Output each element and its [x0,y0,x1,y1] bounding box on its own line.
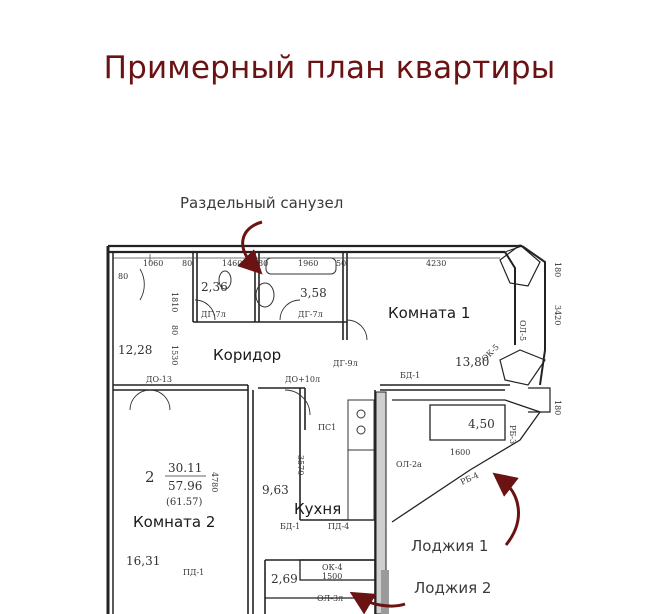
door-dg9: ДГ-9л [333,359,358,368]
sink [255,282,275,308]
loggia-1-callout: Лоджия 1 [411,537,488,555]
ol5: ОЛ-5 [518,320,527,341]
dim-1500: 1500 [322,572,342,581]
interior-walls [113,252,510,614]
stove [347,399,375,451]
loggia-1-arrow [492,472,520,546]
fixtures [218,257,375,521]
dim-80-b: 80 [258,259,268,268]
apartment-room-count: 2 [145,468,155,486]
door-dg7-a: ДГ-7л [201,310,226,319]
ol3a: ОЛ-3л [317,594,343,603]
area-room-2: 16,31 [126,554,160,568]
dim-1460: 1460 [222,259,242,268]
kitchen-label: Кухня [294,500,341,518]
loggia-2-callout: Лоджия 2 [414,579,491,597]
bay-window [499,244,541,287]
pc1: ПС1 [318,423,336,432]
dim-80-c: 80 [118,272,128,281]
area-loggia-1: 4,50 [468,417,495,431]
dim-4230: 4230 [426,259,446,268]
kitchen-counter [347,449,375,521]
apartment-area-with-loggia: (61.57) [166,497,203,508]
area-loggia-2: 2,69 [271,572,298,586]
dim-180-b: 180 [553,400,562,415]
page-title: Примерный план квартиры [103,50,556,86]
area-bath: 3,58 [300,286,327,300]
dim-3420: 3420 [553,305,562,325]
pd1: ПД-1 [183,568,204,577]
dim-80-d: 80 [170,325,179,335]
area-room-1: 13,80 [455,355,489,369]
door-do13: ДО-13 [146,375,172,384]
dim-180-a: 180 [553,262,562,277]
dim-4780: 4780 [210,472,219,492]
dim-1060: 1060 [143,259,163,268]
top-exterior-wall [108,244,522,254]
area-wc: 2,36 [201,280,228,294]
dim-1960: 1960 [298,259,318,268]
rb4: РБ-4 [459,471,480,487]
apartment-total-area: 57.96 [168,479,202,493]
dim-1810: 1810 [170,292,179,312]
vent-shaft [375,391,389,614]
room-2-label: Комната 2 [133,513,215,531]
pd4: ПД-4 [328,522,349,531]
bathroom-arrow [237,220,263,275]
toilet [218,270,232,290]
door-do10: ДО+10л [285,375,320,384]
loggia-1-outline [391,399,542,523]
right-exterior-wall [504,245,546,386]
corridor-label: Коридор [213,346,281,364]
ok4: ОК-4 [322,563,343,572]
loggia-2-arrow [349,591,406,614]
dim-50: 50 [336,259,346,268]
area-kitchen: 9,63 [262,483,289,497]
dim-1530: 1530 [170,345,179,365]
bd1-b: БД-1 [280,522,300,531]
dim-80-a: 80 [182,259,192,268]
dim-3570: 3570 [296,455,305,475]
door-dg7-b: ДГ-7л [298,310,323,319]
room-1-label: Комната 1 [388,304,470,322]
rb3: РБ-3 [508,425,517,444]
dim-1600: 1600 [450,448,470,457]
apartment-living-area: 30.11 [168,461,202,475]
ol2a: ОЛ-2а [396,460,422,469]
bathroom-callout: Раздельный санузел [180,194,343,212]
door-swings [129,268,368,416]
ok5: ОК-5 [480,343,501,364]
bd1-a: БД-1 [400,371,420,380]
area-hall: 12,28 [118,343,152,357]
